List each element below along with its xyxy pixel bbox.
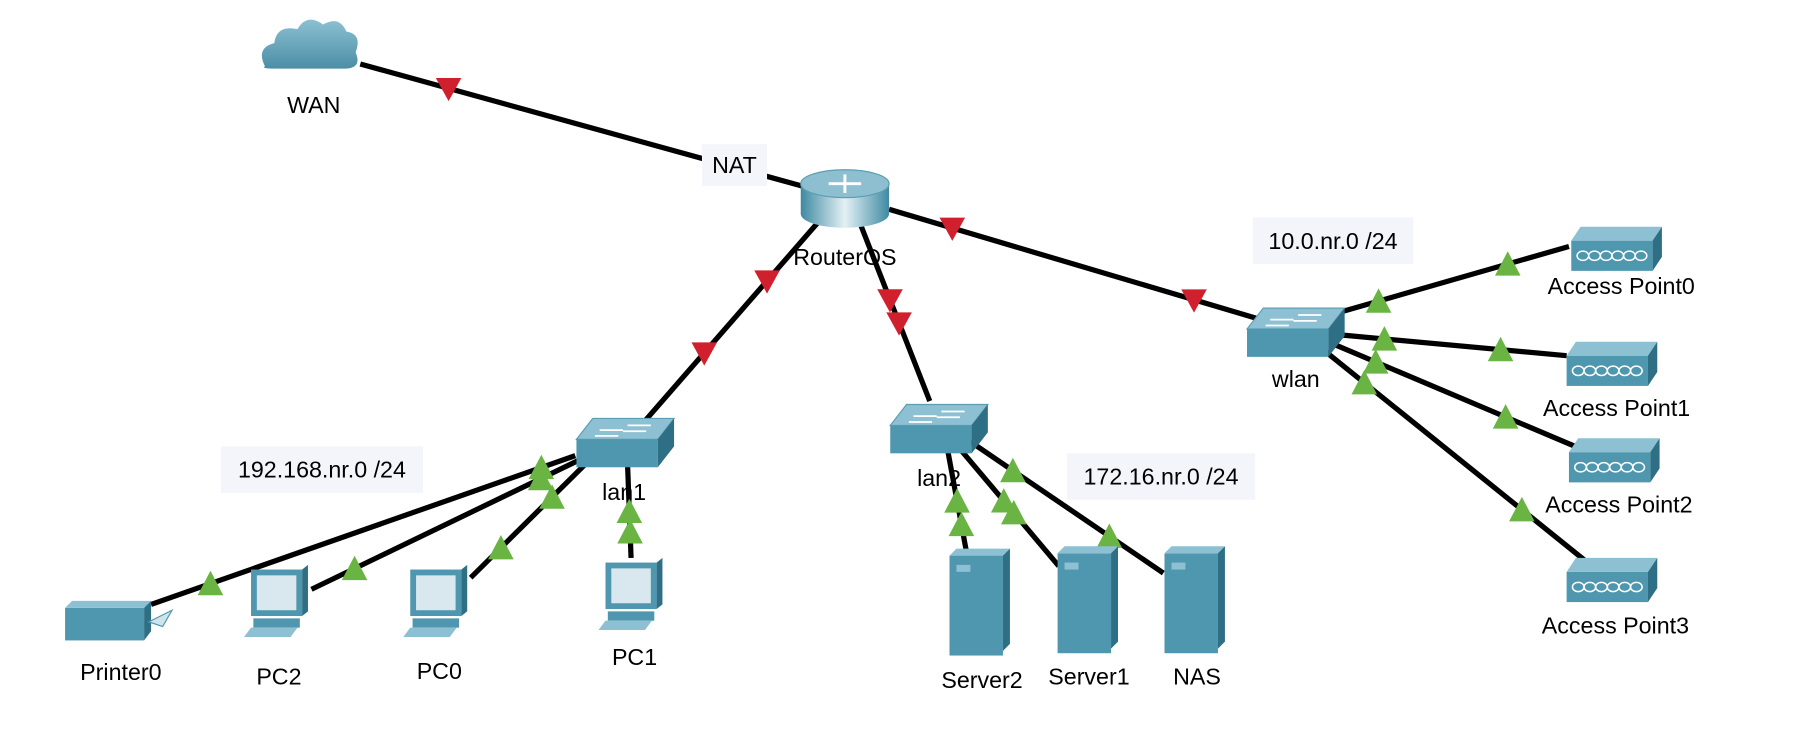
lan1-subnet-note: 192.168.nr.0 /24 xyxy=(220,446,424,493)
link-down-marker xyxy=(691,342,718,366)
link-up-marker xyxy=(1509,496,1535,522)
device-label: NAS xyxy=(1173,664,1221,690)
device-label: PC0 xyxy=(417,658,462,684)
server-icon[interactable] xyxy=(1057,546,1119,654)
device-label: Access Point2 xyxy=(1545,492,1692,518)
device-label: Access Point0 xyxy=(1548,273,1695,299)
wlan-subnet-note: 10.0.nr.0 /24 xyxy=(1252,217,1414,264)
links-layer xyxy=(150,61,1590,607)
link-up-marker xyxy=(1494,251,1521,276)
device-server1[interactable]: Server1 xyxy=(1048,546,1130,690)
access-point-icon[interactable] xyxy=(1566,341,1658,386)
link-lan1-pc0[interactable] xyxy=(468,460,589,580)
switch-icon[interactable] xyxy=(575,417,676,468)
device-ap3[interactable]: Access Point3 xyxy=(1542,557,1689,639)
device-label: PC2 xyxy=(256,664,301,690)
device-lan2[interactable]: lan2 xyxy=(889,403,990,491)
device-label: RouterOS xyxy=(793,244,896,270)
link-up-marker xyxy=(1351,369,1378,395)
device-nas[interactable]: NAS xyxy=(1164,546,1225,690)
link-up-marker xyxy=(539,484,565,509)
link-down-marker xyxy=(939,217,966,241)
printer-icon[interactable] xyxy=(65,600,174,641)
device-pc1[interactable]: PC1 xyxy=(598,557,663,670)
switch-icon[interactable] xyxy=(889,403,990,454)
link-up-marker xyxy=(616,498,643,524)
link-router-lan2[interactable] xyxy=(857,222,933,402)
lan2-subnet-note: 172.16.nr.0 /24 xyxy=(1066,453,1256,500)
device-label: lan2 xyxy=(917,465,961,491)
device-label: wlan xyxy=(1271,366,1320,392)
pc-icon[interactable] xyxy=(244,564,308,637)
server-icon[interactable] xyxy=(1164,546,1225,654)
link-down-marker xyxy=(1181,289,1207,313)
device-router[interactable]: RouterOS xyxy=(793,169,897,270)
device-lan1[interactable]: lan1 xyxy=(575,417,676,505)
device-server2[interactable]: Server2 xyxy=(941,548,1023,693)
link-down-marker xyxy=(877,289,903,313)
link-up-marker xyxy=(527,465,554,491)
link-down-marker xyxy=(435,77,462,102)
link-up-marker xyxy=(1362,349,1389,374)
link-router-lan1[interactable] xyxy=(643,219,822,423)
cloud-icon[interactable] xyxy=(261,19,358,69)
access-point-icon[interactable] xyxy=(1568,438,1660,483)
nat-label: NAT xyxy=(712,152,757,178)
link-up-marker xyxy=(197,570,224,596)
device-label: PC1 xyxy=(612,644,657,670)
device-wlan[interactable]: wlan xyxy=(1245,307,1346,392)
device-label: Access Point1 xyxy=(1543,395,1690,421)
link-status-markers xyxy=(197,77,1535,596)
device-label: WAN xyxy=(287,92,340,118)
device-label: Printer0 xyxy=(80,659,161,685)
device-label: Server1 xyxy=(1048,664,1129,690)
device-label: lan1 xyxy=(602,479,646,505)
link-up-marker xyxy=(948,511,975,537)
device-wan[interactable]: WAN xyxy=(261,19,358,118)
switch-icon[interactable] xyxy=(1245,307,1346,357)
wlan-subnet-label: 10.0.nr.0 /24 xyxy=(1268,228,1397,254)
access-point-icon[interactable] xyxy=(1571,226,1662,271)
pc-icon[interactable] xyxy=(403,564,468,637)
lan1-subnet-label: 192.168.nr.0 /24 xyxy=(238,457,406,483)
link-up-marker xyxy=(341,555,368,581)
link-up-marker xyxy=(1096,523,1123,548)
link-up-marker xyxy=(1000,499,1027,525)
pc-icon[interactable] xyxy=(598,557,663,630)
link-up-marker xyxy=(990,488,1017,513)
link-wlan-ap1[interactable] xyxy=(1338,332,1567,359)
link-up-marker xyxy=(488,534,514,560)
device-ap2[interactable]: Access Point2 xyxy=(1545,438,1693,518)
lan2-subnet-label: 172.16.nr.0 /24 xyxy=(1084,464,1239,490)
link-up-marker xyxy=(528,454,555,480)
link-up-marker xyxy=(1365,288,1392,313)
access-point-icon[interactable] xyxy=(1566,557,1658,603)
nat-note: NAT xyxy=(701,144,768,187)
device-pc2[interactable]: PC2 xyxy=(244,564,308,690)
device-label: Server2 xyxy=(941,667,1022,693)
link-lan1-printer0[interactable] xyxy=(150,453,577,607)
link-up-marker xyxy=(1000,457,1026,483)
device-label: Access Point3 xyxy=(1542,612,1689,638)
router-icon[interactable] xyxy=(800,169,890,228)
server-icon[interactable] xyxy=(949,548,1010,656)
link-down-marker xyxy=(886,312,912,336)
link-up-marker xyxy=(617,519,643,544)
link-up-marker xyxy=(1492,404,1519,429)
link-down-marker xyxy=(754,270,780,294)
link-up-marker xyxy=(1371,326,1398,351)
link-lan2-nas[interactable] xyxy=(968,439,1165,576)
device-pc0[interactable]: PC0 xyxy=(403,564,468,684)
link-up-marker xyxy=(1487,336,1514,362)
device-printer0[interactable]: Printer0 xyxy=(65,600,174,685)
link-up-marker xyxy=(944,488,970,513)
device-ap0[interactable]: Access Point0 xyxy=(1548,226,1695,299)
device-ap1[interactable]: Access Point1 xyxy=(1543,341,1690,421)
